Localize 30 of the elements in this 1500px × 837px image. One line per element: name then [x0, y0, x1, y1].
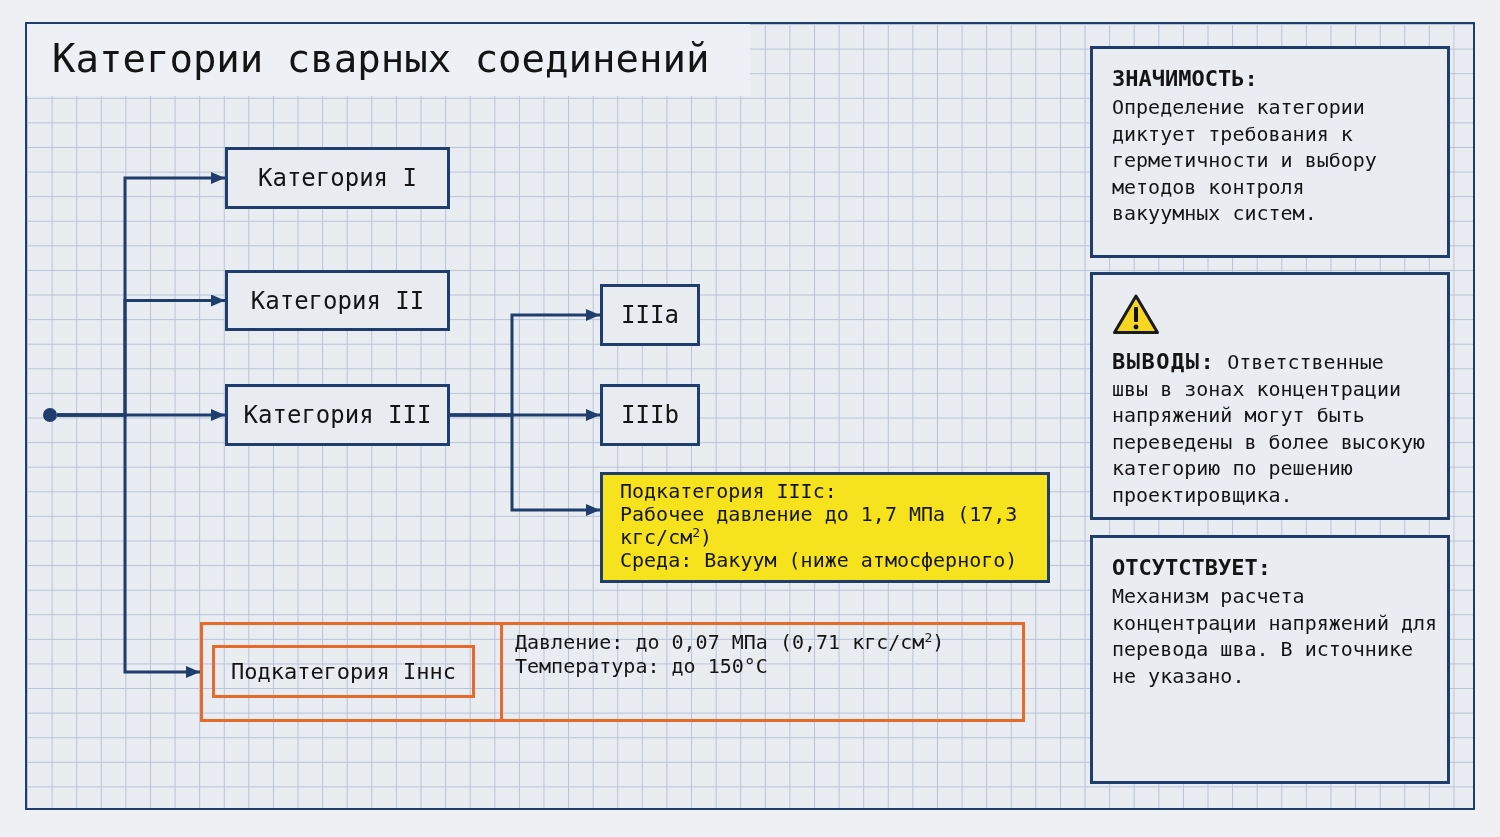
category-box — [225, 270, 450, 331]
diagram-title: Категории сварных соединений — [52, 36, 710, 82]
arrow — [450, 413, 600, 516]
spec-text: Среда: Вакуум (ниже атмосферного) — [620, 549, 1019, 572]
box-label: IIIa — [621, 301, 679, 329]
note-heading: ЗНАЧИМОСТЬ: — [1112, 65, 1259, 93]
box-label: IIIb — [621, 401, 679, 429]
highlight-box — [600, 472, 1050, 583]
spec-text: Давление: до 0,07 МПа (0,71 кгс/см$^{2}$) — [515, 630, 945, 654]
spec-text: Подкатегория IIIc: — [620, 480, 838, 503]
category-box — [225, 147, 450, 209]
note-heading: ОТСУТСТВУЕТ: — [1112, 554, 1272, 582]
note-text: Механизм расчета концентрации напряжений для перевода шва. В источнике не указано. — [1112, 583, 1439, 689]
category-box — [225, 384, 450, 446]
arrow — [57, 413, 200, 678]
box-label: Категория I — [258, 164, 417, 192]
box-label: Подкатегория Iннс — [230, 659, 457, 684]
note-panel — [1090, 535, 1450, 784]
spec-text: Рабочее давление до 1,7 МПа (17,3 кгс/см$^{2}$) — [620, 503, 1019, 549]
note-text: ВЫВОДЫ: Ответственные швы в зонах концентрации напряжений могут быть переведены в более высокую категорию по решению проектировщика. — [1112, 349, 1427, 508]
subcategory-box — [212, 645, 475, 698]
group-box — [200, 622, 1025, 722]
note-text: Определение категории диктует требования к герметичности и выбору методов контроля вакуумных систем. — [1112, 94, 1378, 227]
box-label: Категория II — [250, 286, 425, 315]
note-panel — [1090, 272, 1450, 520]
spec-text: Температура: до 150°C — [515, 654, 769, 678]
category-box — [600, 384, 700, 446]
category-box — [600, 284, 700, 346]
box-label: Категория III — [243, 401, 432, 429]
note-panel — [1090, 46, 1450, 258]
